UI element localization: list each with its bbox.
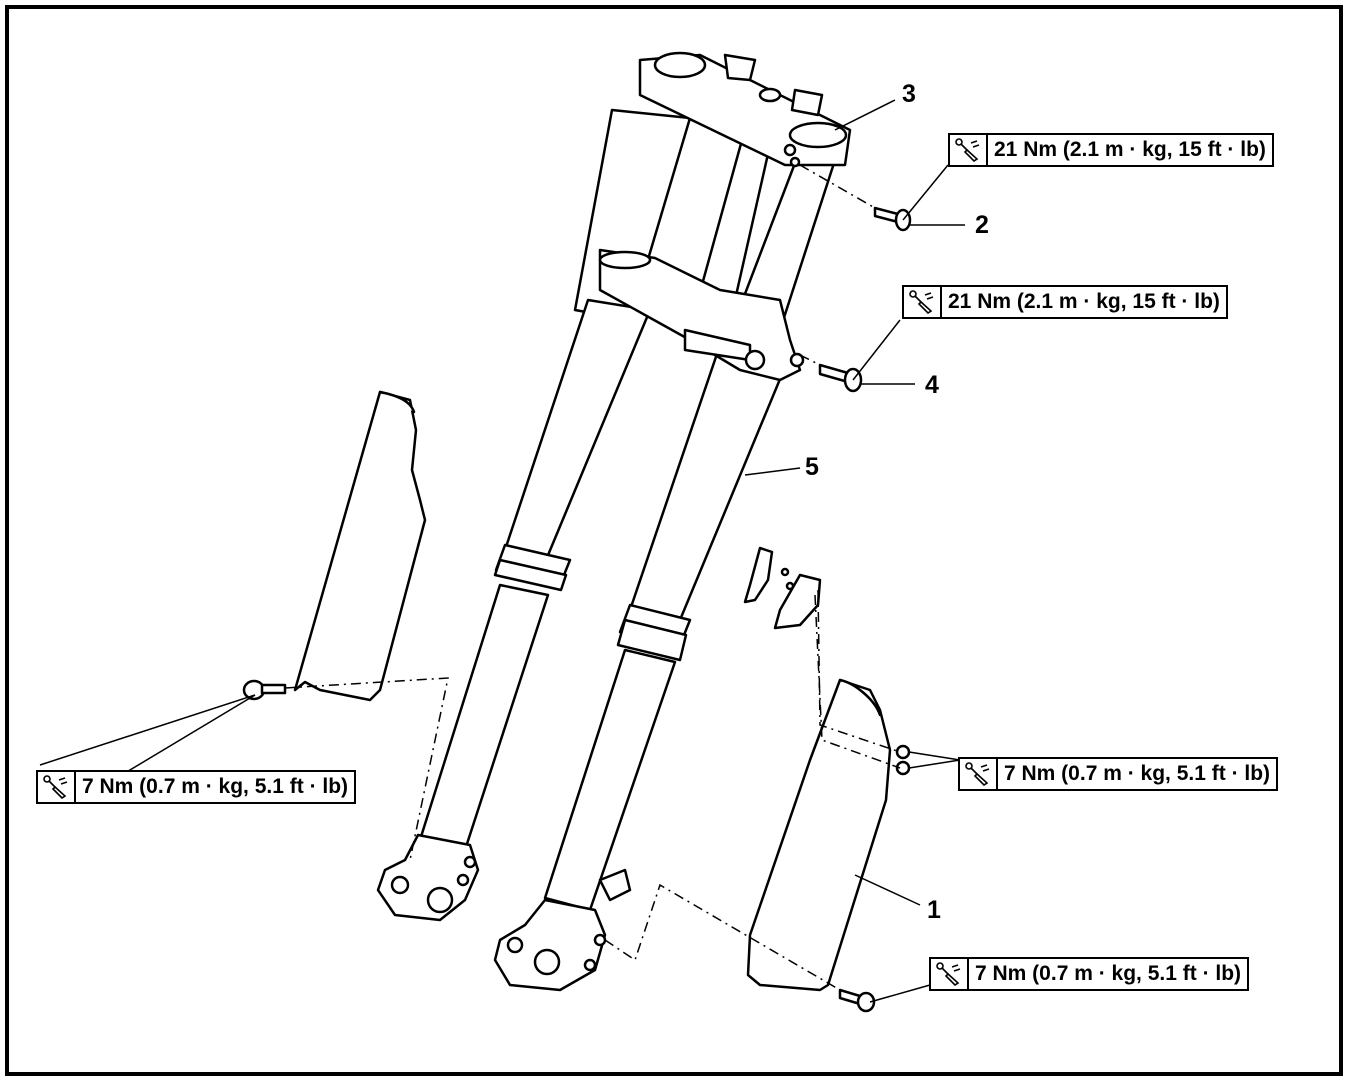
- torque-value: 21 Nm (2.1 m · kg, 15 ft · lb): [948, 290, 1220, 313]
- diagram-border: [5, 5, 1343, 1076]
- torque-value: 7 Nm (0.7 m · kg, 5.1 ft · lb): [1004, 762, 1271, 785]
- right-guard-bolt: [838, 988, 876, 1013]
- upper-bracket: [638, 51, 852, 168]
- torque-spec-left-guard: 7 Nm (0.7 m · kg, 5.1 ft · lb): [36, 770, 357, 804]
- guard-nut-upper: [895, 744, 911, 760]
- assembly-lines: [284, 164, 901, 991]
- torque-wrench-icon: [931, 959, 969, 989]
- torque-wrench-icon: [960, 759, 998, 789]
- callout-4: 4: [925, 371, 939, 399]
- callout-3: 3: [902, 80, 916, 108]
- torque-spec-upper-bracket: 21 Nm (2.1 m · kg, 15 ft · lb): [948, 133, 1274, 167]
- torque-value: 21 Nm (2.1 m · kg, 15 ft · lb): [994, 138, 1266, 161]
- callout-1: 1: [927, 896, 941, 924]
- left-fork-guard: [293, 390, 427, 702]
- right-fork-guard: [746, 678, 892, 992]
- torque-spec-right-guard-nuts: 7 Nm (0.7 m · kg, 5.1 ft · lb): [958, 757, 1279, 791]
- torque-spec-lower-bracket: 21 Nm (2.1 m · kg, 15 ft · lb): [902, 285, 1228, 319]
- callout-5: 5: [805, 453, 819, 481]
- right-guard-bracket: [743, 546, 822, 630]
- right-fork-tube: [493, 148, 837, 992]
- torque-spec-right-guard-bolt: 7 Nm (0.7 m · kg, 5.1 ft · lb): [929, 957, 1250, 991]
- left-fork-tube: [376, 108, 692, 922]
- torque-wrench-icon: [904, 287, 942, 317]
- torque-value: 7 Nm (0.7 m · kg, 5.1 ft · lb): [975, 962, 1242, 985]
- torque-wrench-icon: [38, 772, 76, 802]
- torque-value: 7 Nm (0.7 m · kg, 5.1 ft · lb): [82, 775, 349, 798]
- callout-2: 2: [975, 211, 989, 239]
- lower-bracket: [598, 248, 805, 382]
- left-guard-bolt: [242, 679, 287, 701]
- torque-wrench-icon: [950, 135, 988, 165]
